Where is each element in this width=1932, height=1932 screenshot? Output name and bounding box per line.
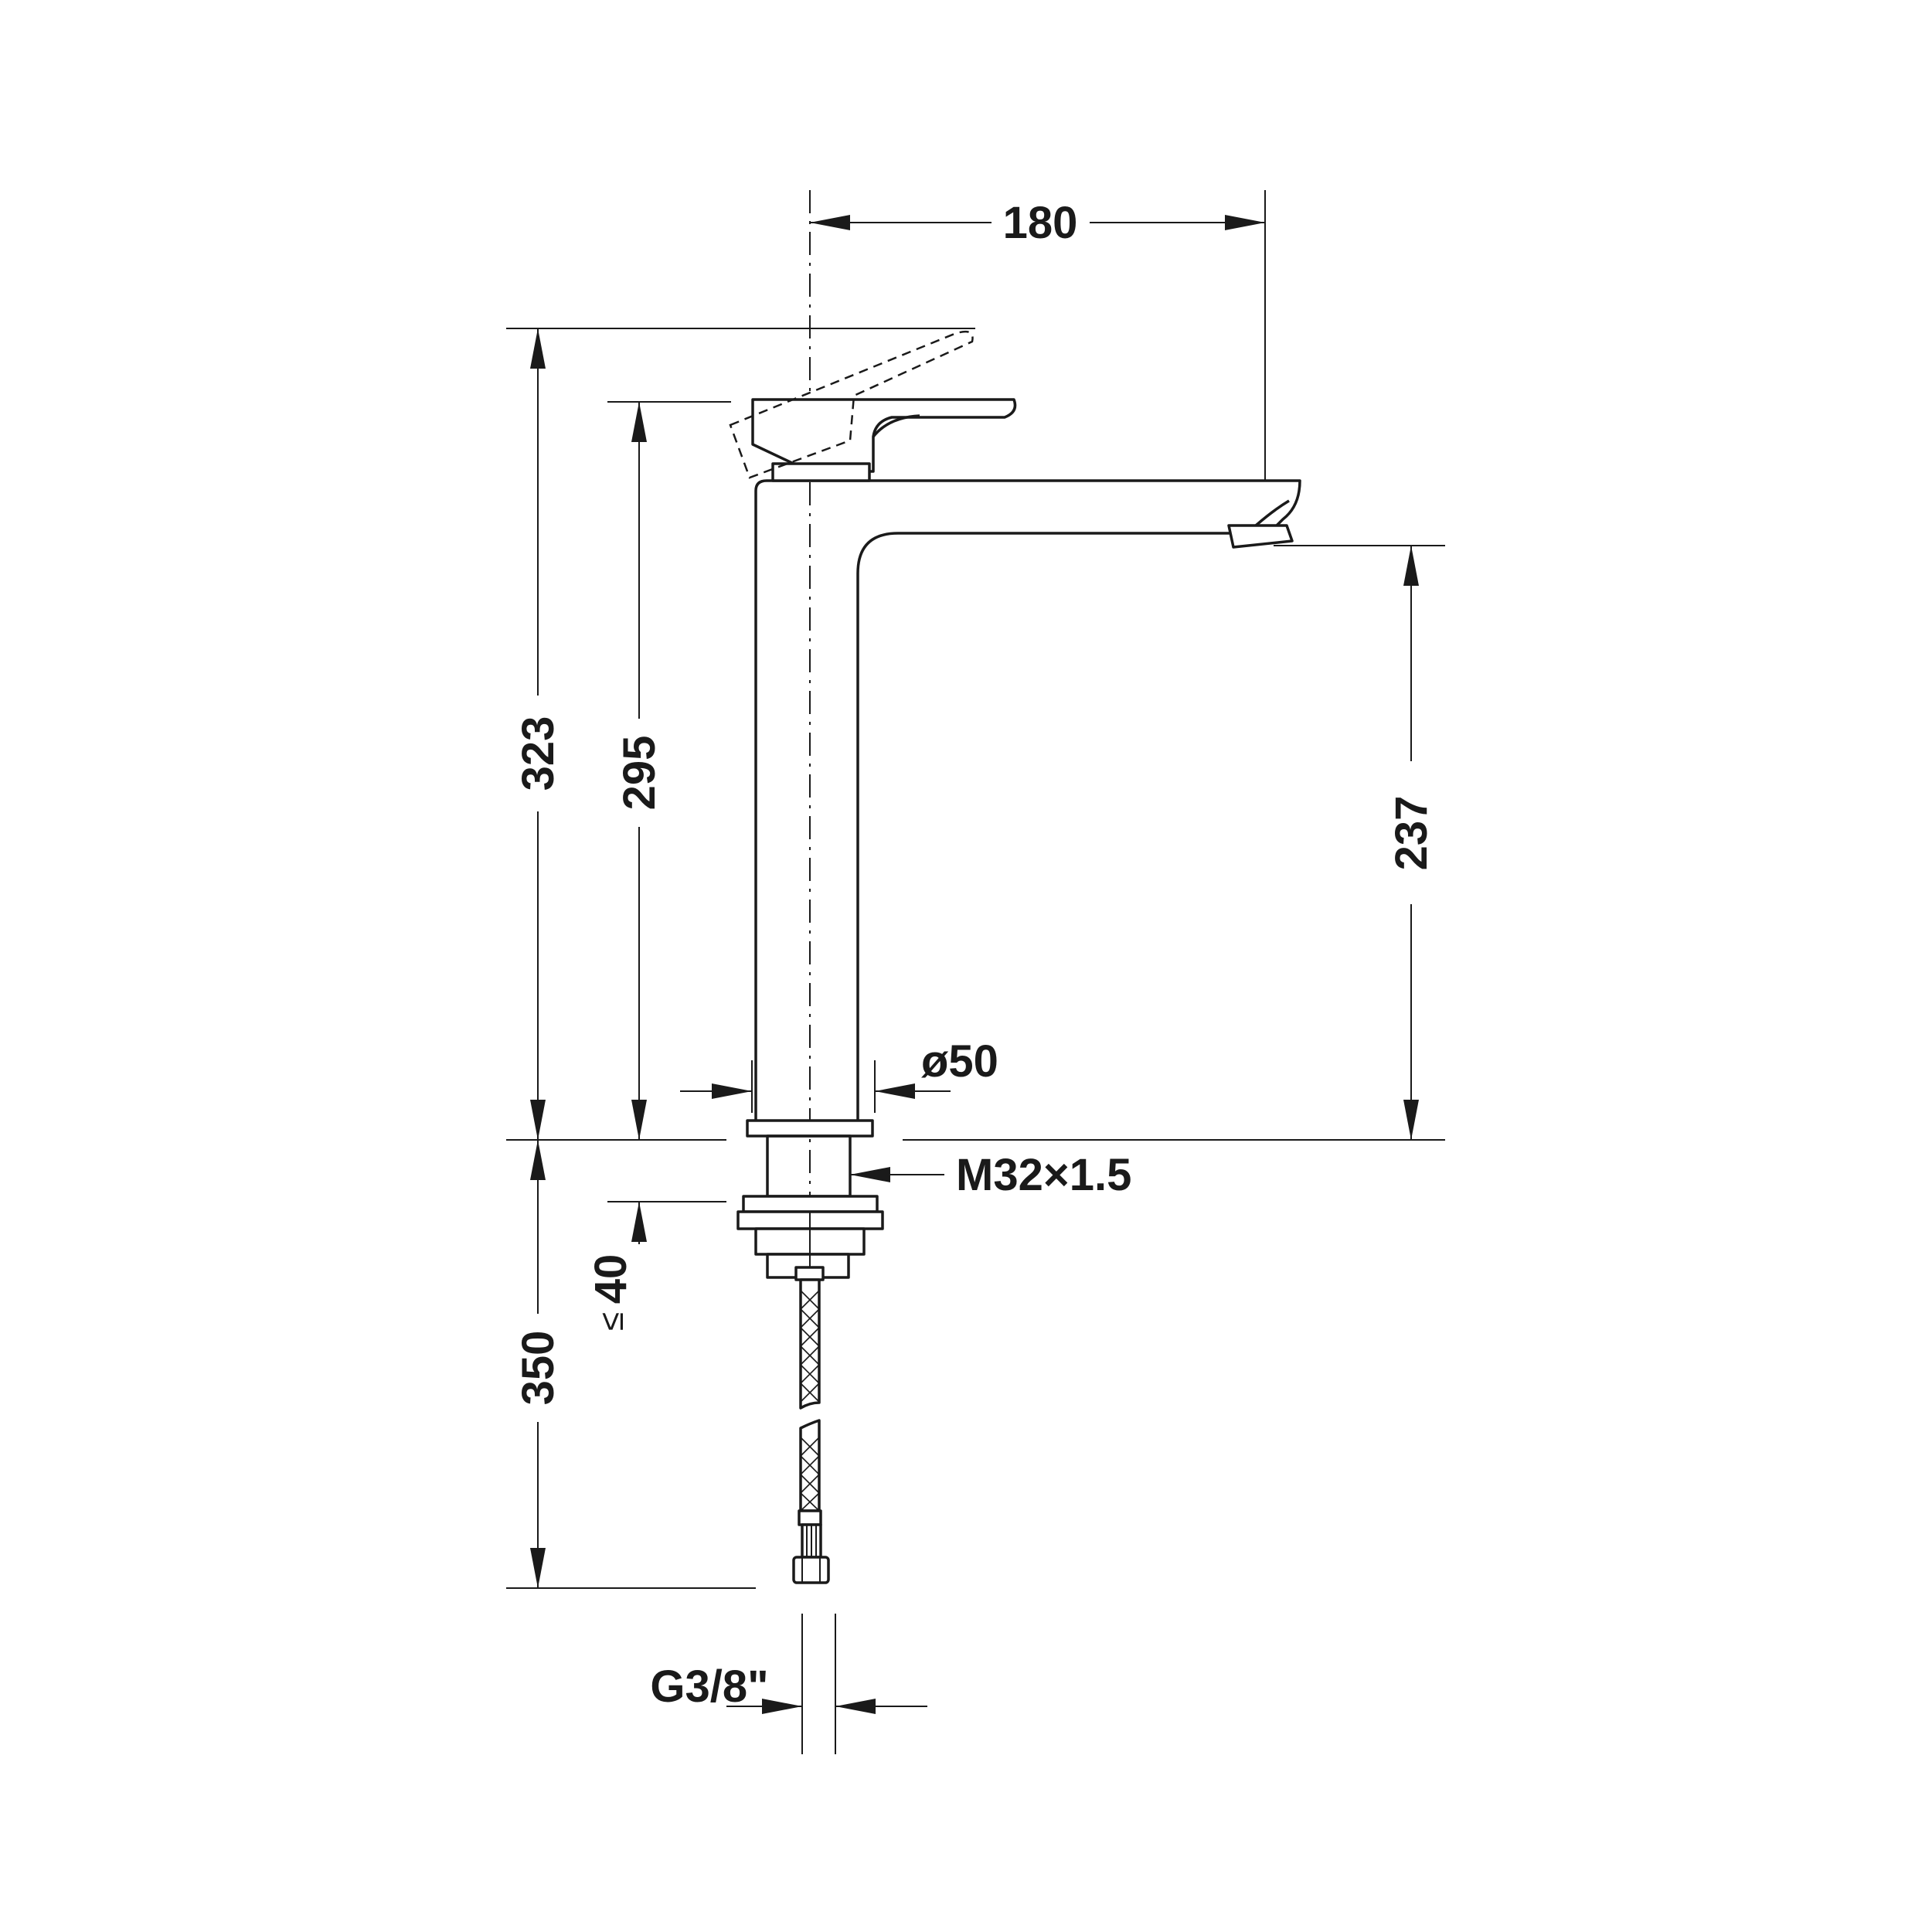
dimension-295: 295 bbox=[607, 401, 731, 1140]
faucet-body bbox=[729, 330, 1301, 1138]
mounting-assembly bbox=[736, 1134, 884, 1281]
dimension-thread: M32×1.5 bbox=[850, 1150, 1131, 1200]
dimension-connection: G3/8" bbox=[650, 1614, 927, 1754]
dim-295-label: 295 bbox=[614, 736, 665, 811]
dimension-180: 180 bbox=[810, 198, 1265, 248]
hose-end-fitting bbox=[792, 1509, 830, 1584]
fixing-nut-lower bbox=[766, 1253, 850, 1279]
connection-label: G3/8" bbox=[650, 1662, 768, 1712]
dimension-40: 40 ≤ bbox=[586, 1201, 726, 1331]
dim-40-label: 40 bbox=[586, 1254, 636, 1304]
fitting-crimp bbox=[798, 1509, 822, 1526]
dim-40-symbol: ≤ bbox=[593, 1312, 631, 1331]
lever-raised-outline bbox=[729, 330, 974, 479]
lever-handle bbox=[751, 398, 1017, 473]
base-flange bbox=[746, 1119, 874, 1138]
thread-label: M32×1.5 bbox=[956, 1150, 1131, 1200]
lever-base bbox=[771, 462, 871, 482]
dim-diameter-label: ø50 bbox=[921, 1036, 998, 1087]
hose-collar bbox=[794, 1266, 825, 1281]
dim-323-label: 323 bbox=[513, 716, 563, 791]
aerator bbox=[1227, 524, 1294, 549]
braided-hose-upper bbox=[799, 1278, 821, 1410]
fitting-nut bbox=[792, 1556, 830, 1584]
dim-180-label: 180 bbox=[1003, 198, 1078, 248]
dim-350-label: 350 bbox=[513, 1331, 563, 1406]
washer-plate bbox=[742, 1195, 879, 1213]
dimension-diameter-50: ø50 bbox=[680, 1036, 998, 1113]
braided-hose-lower bbox=[799, 1419, 821, 1512]
dimension-350: 350 bbox=[506, 1140, 756, 1589]
dimension-237: 237 bbox=[903, 545, 1445, 1141]
dim-237-label: 237 bbox=[1386, 796, 1437, 871]
threaded-shank bbox=[766, 1134, 852, 1198]
dimension-323: 323 bbox=[506, 328, 975, 1141]
